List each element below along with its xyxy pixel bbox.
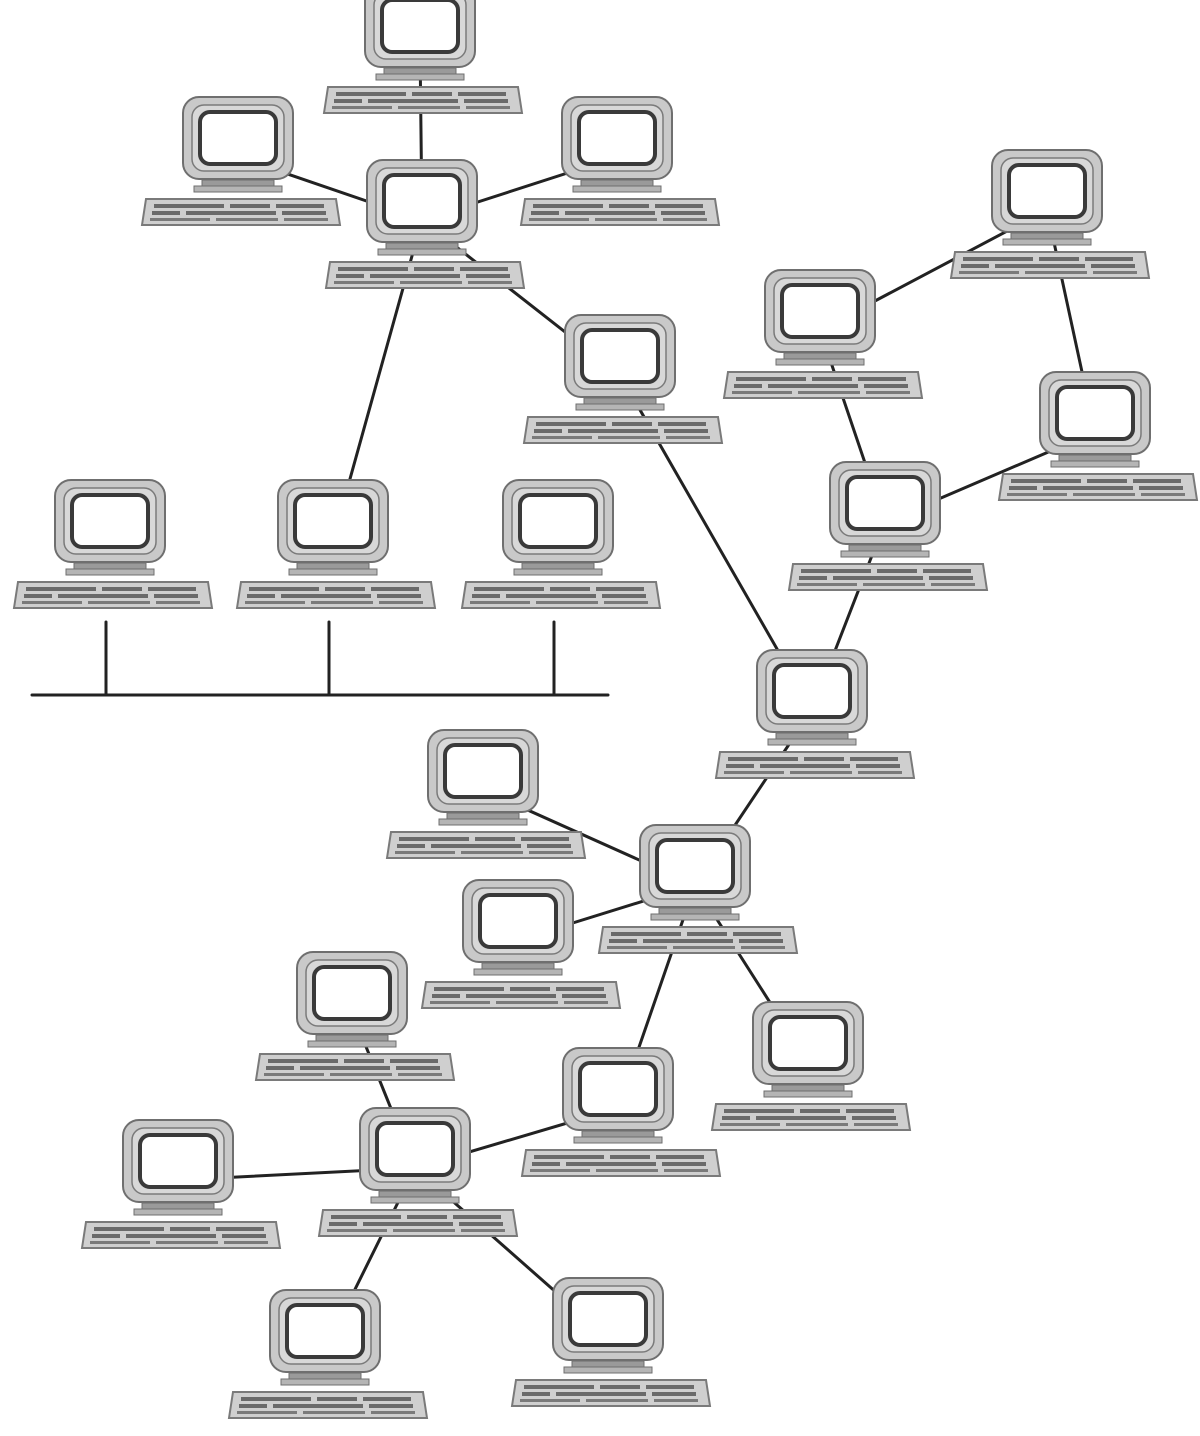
- desktop-computer-icon: [80, 1118, 282, 1250]
- desktop-computer-icon: [460, 478, 662, 610]
- desktop-computer-icon: [714, 648, 916, 780]
- desktop-computer-icon: [324, 158, 526, 290]
- bus-network: [30, 620, 610, 697]
- desktop-computer-icon: [997, 370, 1199, 502]
- desktop-computer-icon: [519, 95, 721, 227]
- desktop-computer-icon: [949, 148, 1151, 280]
- desktop-computer-icon: [787, 460, 989, 592]
- desktop-computer-icon: [227, 1288, 429, 1420]
- desktop-computer-icon: [420, 878, 622, 1010]
- desktop-computer-icon: [12, 478, 214, 610]
- desktop-computer-icon: [322, 0, 524, 115]
- desktop-computer-icon: [722, 268, 924, 400]
- desktop-computer-icon: [385, 728, 587, 860]
- desktop-computer-icon: [710, 1000, 912, 1132]
- desktop-computer-icon: [254, 950, 456, 1082]
- desktop-computer-icon: [597, 823, 799, 955]
- network-nodes: [12, 0, 1199, 1420]
- desktop-computer-icon: [140, 95, 342, 227]
- desktop-computer-icon: [510, 1276, 712, 1408]
- desktop-computer-icon: [522, 313, 724, 445]
- desktop-computer-icon: [235, 478, 437, 610]
- desktop-computer-icon: [520, 1046, 722, 1178]
